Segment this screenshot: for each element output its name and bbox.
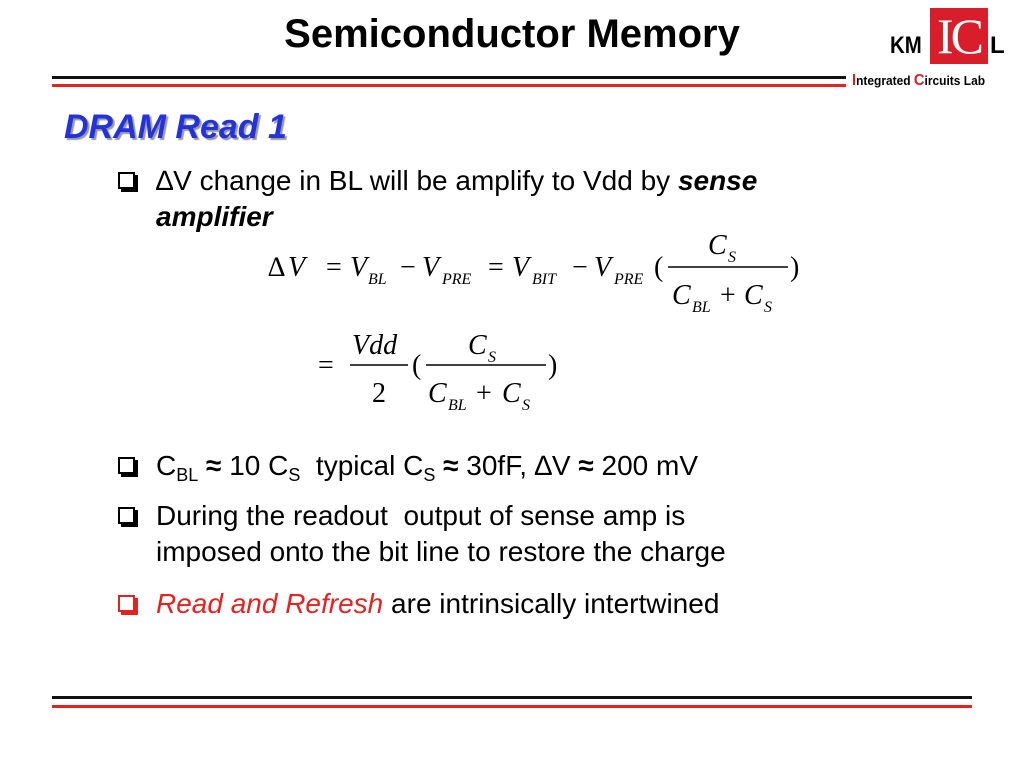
logo-km-text: KM [890,32,922,59]
checkbox-bullet-icon [118,172,135,189]
svg-text:BL: BL [368,271,387,288]
checkbox-bullet-icon [118,595,135,612]
bottom-rule-dark [52,696,972,699]
svg-text:V: V [512,252,532,283]
logo-ic-block: IC [930,8,988,64]
svg-text:): ) [548,350,557,381]
svg-text:Vdd: Vdd [352,330,398,361]
svg-text:BL: BL [448,397,467,414]
checkbox-bullet-icon [118,507,135,524]
svg-text:(: ( [412,350,421,381]
bullet-text: During the readout output of sense amp i… [156,500,686,531]
svg-text:BIT: BIT [532,271,557,288]
svg-text:=: = [318,350,334,381]
slide-title: Semiconductor Memory [284,12,740,56]
checkbox-bullet-icon [118,457,135,474]
svg-text:2: 2 [372,378,386,409]
equation-vdd: = Vdd 2 ( C S C BL + C S ) [318,330,557,414]
svg-text:(: ( [654,252,663,283]
svg-text:+: + [720,280,736,311]
svg-text:−: − [572,252,588,283]
svg-text:V: V [594,252,614,283]
logo-subtitle: Integrated Circuits Lab [852,72,986,89]
svg-text:V: V [350,252,370,283]
svg-text:S: S [488,349,496,366]
svg-text:C: C [428,378,447,409]
svg-text:PRE: PRE [613,271,644,288]
svg-text:S: S [728,249,736,266]
svg-text:V: V [288,252,308,283]
bullet-emphasis: sense [677,165,758,196]
bullet-text: V change in BL will be amplify to Vdd by [173,165,678,196]
equation-delta-v: ∆ V = V BL − V PRE = V BIT − V PRE ( C S… [268,230,799,316]
svg-text:=: = [488,252,504,283]
svg-text:V: V [422,252,442,283]
bullet-text-line2: imposed onto the bit line to restore the… [156,536,726,567]
kmicl-logo: KM IC L Integrated Circuits Lab [852,6,1012,92]
svg-text:PRE: PRE [441,271,472,288]
top-rule-red [52,84,846,87]
svg-text:C: C [672,280,691,311]
logo-l-text: L [990,32,1005,59]
svg-text:C: C [502,378,521,409]
slide-subtitle: DRAM Read 1 [64,108,287,146]
top-rule-dark [52,76,846,79]
svg-text:C: C [708,230,727,261]
svg-text:): ) [790,252,799,283]
svg-text:C: C [468,330,487,361]
svg-text:S: S [522,397,530,414]
svg-text:+: + [476,378,492,409]
svg-text:−: − [400,252,416,283]
svg-text:C: C [744,280,763,311]
bullet-emphasis: Read and Refresh [156,588,384,619]
svg-text:BL: BL [692,299,711,316]
eq-delta: ∆ [268,252,285,283]
bullet-emphasis-line2: amplifier [156,201,273,232]
svg-text:=: = [326,252,342,283]
svg-text:S: S [764,299,772,316]
bullet-text: are intrinsically intertwined [383,588,720,619]
delta-symbol: ∆ [156,165,174,196]
bottom-rule-red [52,705,972,708]
